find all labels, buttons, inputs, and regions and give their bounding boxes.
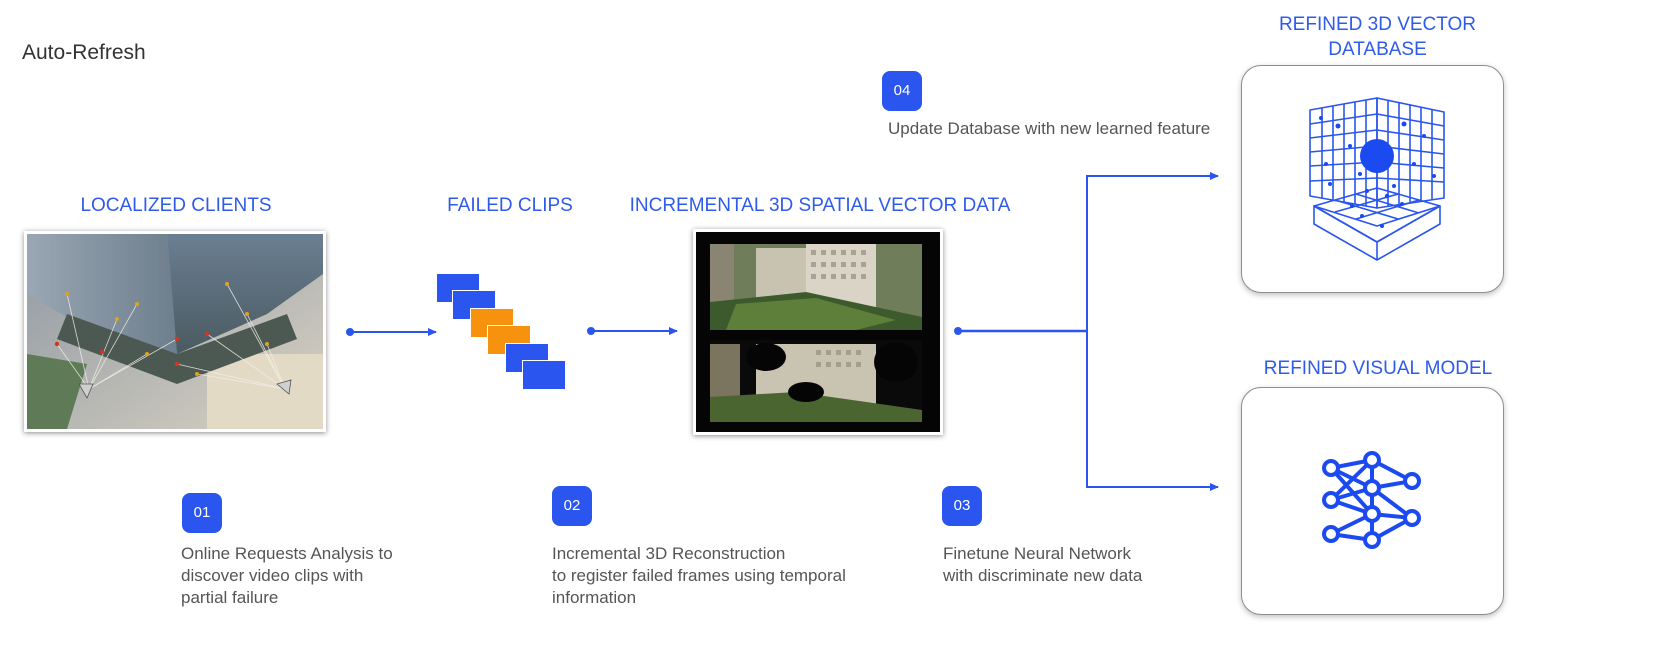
step-04-badge: 04 (882, 71, 922, 111)
localized-clients-photo-frame (24, 231, 326, 432)
localized-clients-title: LOCALIZED CLIENTS (80, 195, 272, 216)
incremental-data-photo-frame (693, 229, 943, 435)
step-04-text: Update Database with new learned feature (888, 119, 1211, 138)
step-03-badge: 03 (942, 486, 982, 526)
step-01-badge: 01 (182, 493, 222, 533)
step-01-text: Online Requests Analysis to discover vid… (181, 544, 393, 607)
page-title: Auto-Refresh (22, 41, 146, 64)
failed-clips-title: FAILED CLIPS (447, 195, 573, 216)
refined-database-title: REFINED 3D VECTOR DATABASE (1260, 12, 1495, 62)
step-02-text: Incremental 3D Reconstruction to registe… (552, 544, 846, 607)
vector-database-icon (1309, 97, 1445, 261)
neural-network-icon (1322, 451, 1421, 549)
refined-model-title: REFINED VISUAL MODEL (1263, 358, 1493, 379)
refined-model-card (1241, 387, 1504, 615)
refined-database-title-line1: REFINED 3D VECTOR (1278, 14, 1477, 35)
point-cloud-photo (27, 234, 323, 429)
arrow-to-database (1086, 172, 1219, 331)
reconstruction-photo (696, 232, 940, 432)
refined-database-title-line2: DATABASE (1328, 39, 1427, 60)
refined-database-card (1241, 65, 1504, 293)
arrow-to-model (1086, 331, 1219, 491)
incremental-data-title: INCREMENTAL 3D SPATIAL VECTOR DATA (629, 195, 1011, 216)
step-03-text: Finetune Neural Network with discriminat… (943, 544, 1143, 585)
step-02-badge: 02 (552, 486, 592, 526)
failed-clip-6 (522, 360, 566, 390)
